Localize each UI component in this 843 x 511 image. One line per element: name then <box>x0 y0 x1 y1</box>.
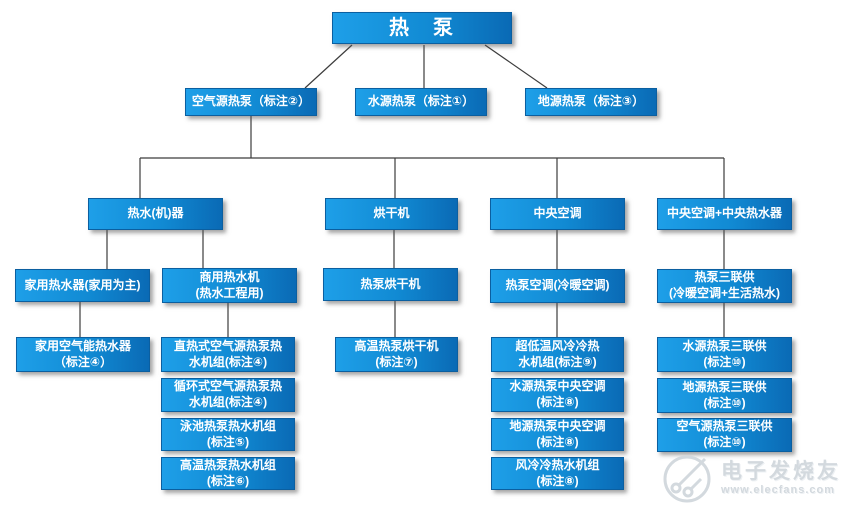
node-water-source-heat-pump: 水源热泵（标注①） <box>355 88 487 116</box>
node-central-ac-plus-water-heater: 中央空调+中央热水器 <box>657 198 792 230</box>
node-air-cooled-unit: 风冷冷热水机组 (标注⑧) <box>491 457 624 490</box>
watermark: 电子发烧友 www.elecfans.com <box>661 451 841 505</box>
node-direct-heating-unit: 直热式空气源热泵热 水机组(标注④) <box>161 337 295 372</box>
node-high-temp-water-unit: 高温热泵热水机组 (标注⑥) <box>161 457 295 490</box>
node-ground-source-central-ac: 地源热泵中央空调 (标注⑧) <box>491 418 624 451</box>
node-heat-pump-trigeneration: 热泵三联供 (冷暖空调+生活热水) <box>657 269 792 303</box>
node-water-source-central-ac: 水源热泵中央空调 (标注⑧) <box>491 378 624 412</box>
node-air-source-heat-pump: 空气源热泵（标注②） <box>185 88 317 116</box>
node-heat-pump-root: 热 泵 <box>332 12 512 44</box>
node-pool-unit: 泳池热泵热水机组 (标注⑤) <box>161 418 295 451</box>
node-heat-pump-ac: 热泵空调(冷暖空调) <box>490 269 625 303</box>
node-water-source-trigen: 水源热泵三联供 (标注⑩) <box>657 337 792 372</box>
node-domestic-air-water-heater: 家用空气能热水器 （标注④） <box>16 337 150 372</box>
elecfans-logo-icon <box>663 455 711 503</box>
node-ground-source-heat-pump: 地源热泵（标注③） <box>525 88 657 116</box>
node-circulating-unit: 循环式空气源热泵热 水机组(标注④) <box>161 378 295 412</box>
node-water-heater: 热水(机)器 <box>88 198 223 230</box>
brand-name: 电子发烧友 <box>721 460 841 484</box>
node-heat-pump-dryer: 热泵烘干机 <box>323 268 458 301</box>
brand-url: www.elecfans.com <box>721 483 836 496</box>
node-ultra-low-temp-unit: 超低温风冷冷热 水机组(标注⑨) <box>491 337 624 372</box>
node-central-ac: 中央空调 <box>490 198 625 230</box>
connector-lines <box>79 44 725 337</box>
node-air-source-trigen: 空气源热泵三联供 (标注⑩) <box>657 418 792 452</box>
node-high-temp-dryer: 高温热泵烘干机 (标注⑦) <box>335 337 458 372</box>
node-domestic-water-heater: 家用热水器(家用为主) <box>15 269 150 302</box>
node-commercial-water-heater: 商用热水机 (热水工程用) <box>162 268 297 303</box>
node-ground-source-trigen: 地源热泵三联供 (标注⑩) <box>657 378 792 413</box>
node-dryer: 烘干机 <box>325 198 458 230</box>
